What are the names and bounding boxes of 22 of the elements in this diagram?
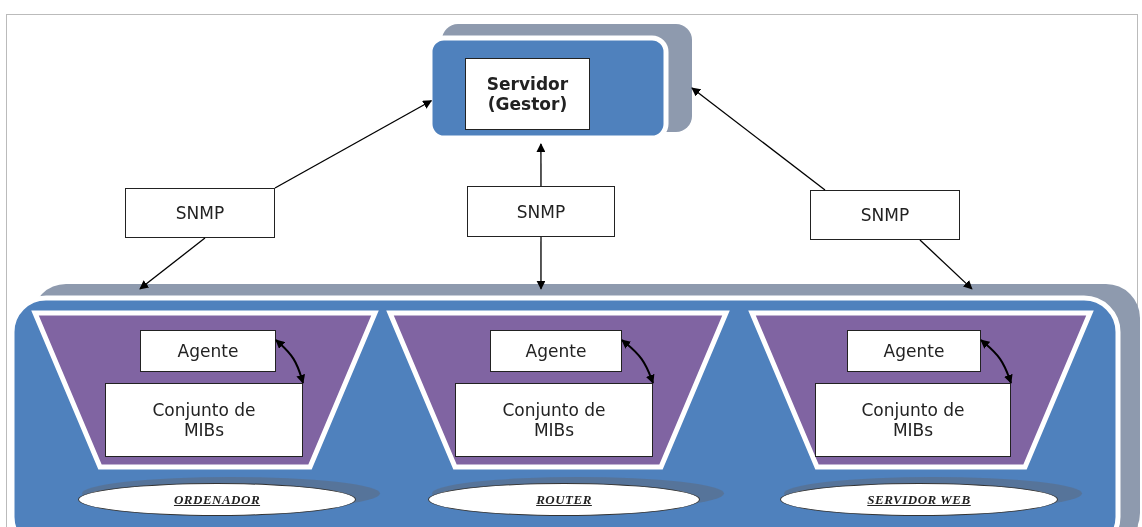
component-box: Agente bbox=[490, 330, 622, 372]
component-box: Agente bbox=[140, 330, 276, 372]
double-arrow bbox=[621, 339, 655, 384]
double-arrow bbox=[275, 339, 306, 384]
protocol-box: SNMP bbox=[467, 186, 615, 237]
component-box: Conjunto de MIBs bbox=[105, 383, 303, 457]
component-box: Agente bbox=[847, 330, 981, 372]
double-arrow bbox=[980, 339, 1013, 384]
arrow bbox=[691, 87, 826, 191]
device-trapezoid bbox=[749, 310, 1093, 470]
arrow bbox=[536, 143, 546, 187]
device-trapezoid bbox=[32, 310, 378, 470]
component-box: Conjunto de MIBs bbox=[455, 383, 653, 457]
protocol-box: SNMP bbox=[125, 188, 275, 238]
protocol-box: SNMP bbox=[810, 190, 960, 240]
arrow bbox=[274, 100, 433, 189]
device-trapezoid bbox=[387, 310, 729, 470]
arrow bbox=[139, 237, 206, 290]
arrow bbox=[536, 236, 546, 290]
arrow bbox=[919, 239, 973, 290]
component-box: Conjunto de MIBs bbox=[815, 383, 1011, 457]
server-box: Servidor (Gestor) bbox=[465, 58, 590, 130]
